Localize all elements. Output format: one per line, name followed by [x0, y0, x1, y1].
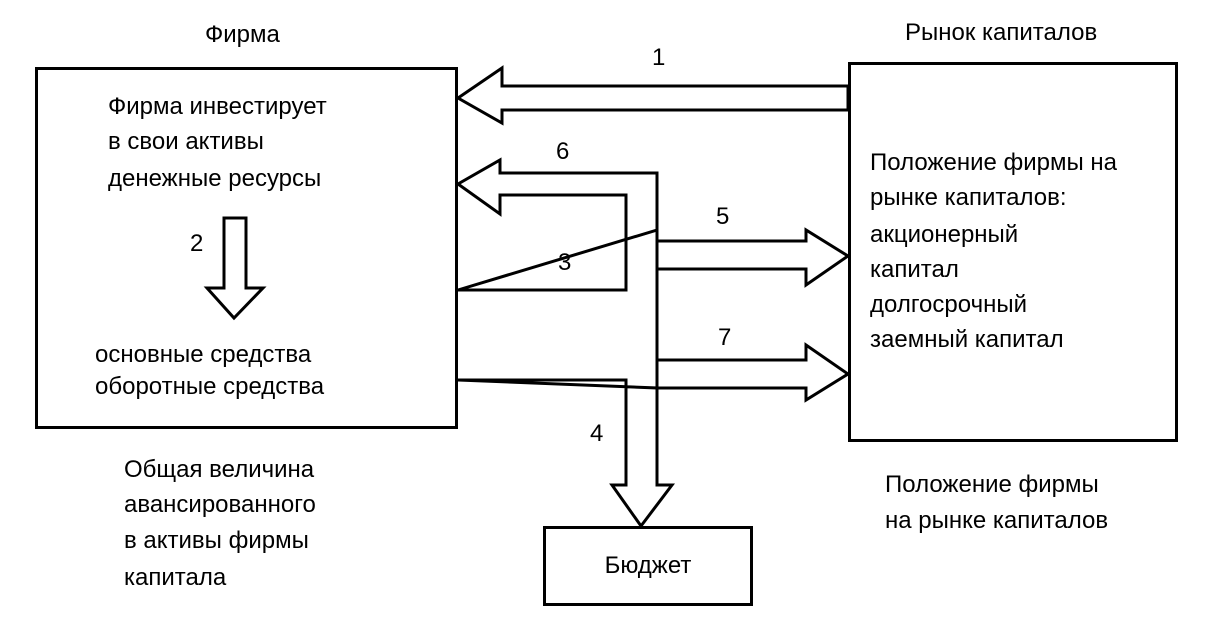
assets-line-2: оборотные средства — [95, 373, 325, 400]
market-box-line-6: заемный капитал — [870, 326, 1064, 353]
market-box-line-3: акционерный — [870, 221, 1019, 248]
arrow-4 — [457, 378, 676, 529]
market-caption-line-2: на рынке капиталов — [885, 507, 1109, 534]
firm-header: Фирма — [205, 21, 280, 48]
flow-label-2: 2 — [190, 230, 204, 257]
budget-label: Бюджет — [604, 552, 692, 579]
firm-box-line-1: Фирма инвестирует — [108, 93, 327, 120]
arrow-6 — [455, 157, 659, 292]
market-header: Рынок капиталов — [905, 19, 1098, 46]
arrow-2 — [203, 216, 267, 321]
firm-caption-line-3: в активы фирмы — [124, 527, 309, 554]
flow-label-4: 4 — [590, 420, 604, 447]
market-box-line-2: рынке капиталов: — [870, 184, 1067, 211]
flow-label-1: 1 — [652, 44, 666, 71]
flow-label-7: 7 — [718, 324, 732, 351]
market-box-line-5: долгосрочный — [870, 291, 1027, 318]
market-box-line-1: Положение фирмы на — [870, 149, 1118, 176]
firm-box-line-2: в свои активы — [108, 128, 264, 155]
arrow-1 — [455, 65, 850, 126]
market-box — [848, 62, 1178, 442]
firm-caption-line-1: Общая величина — [124, 456, 315, 483]
firm-caption-line-2: авансированного — [124, 491, 316, 518]
arrow-7 — [655, 342, 851, 403]
market-box-line-4: капитал — [870, 256, 959, 283]
budget-box: Бюджет — [543, 526, 753, 606]
firm-caption-line-4: капитала — [124, 564, 227, 591]
firm-box-line-3: денежные ресурсы — [108, 165, 322, 192]
arrow-5 — [655, 227, 851, 290]
assets-line-1: основные средства — [95, 341, 312, 368]
flow-label-5: 5 — [716, 203, 730, 230]
flow-label-6: 6 — [556, 138, 570, 165]
market-caption-line-1: Положение фирмы — [885, 471, 1099, 498]
firm-box — [35, 67, 458, 429]
